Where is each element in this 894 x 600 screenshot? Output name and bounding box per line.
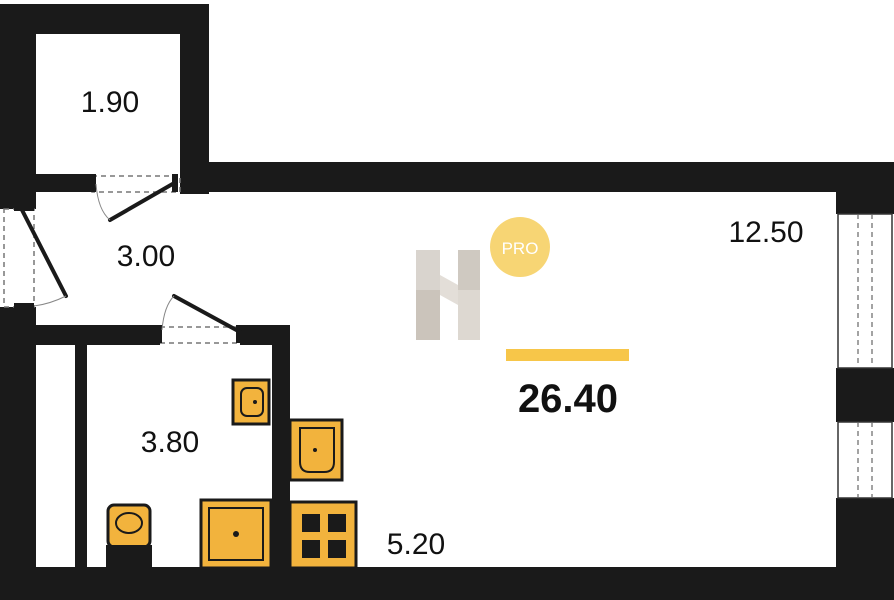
jamb [236,325,242,343]
wall-storage-bottom-left [0,174,92,192]
wall-right-top-pier [836,162,894,214]
jamb [14,303,34,309]
wall-outer-left-lower [0,307,36,600]
door-swings [33,183,175,331]
toilet-tank [106,545,152,569]
living-area-label: 12.50 [728,216,803,249]
toilet-body [106,503,152,549]
bath-sink-drain [253,400,257,404]
stove-body [288,500,358,570]
window-upper [837,213,893,369]
wall-main-top [180,162,894,192]
h-logo-left-bottom [416,290,440,340]
pro-badge-text: PRO [502,239,539,258]
h-logo-right-top [458,250,480,290]
total-area-accent-bar [506,349,629,361]
h-logo-icon [416,250,480,340]
wall-bottom [0,567,894,600]
toilet [106,503,152,569]
entrance-door-leaf [20,208,68,298]
bath-sink [231,378,271,426]
bath-door-leaf [172,294,242,334]
shower-tray [199,498,273,570]
wall-right-mid-pier [836,368,894,422]
stove-burner [302,540,320,558]
storage-door-swing [95,183,111,221]
pro-badge-circle [490,217,550,277]
stove-burner [328,540,346,558]
shower-tray-inner [208,507,264,561]
jamb [156,325,162,343]
window-glass-lines [857,214,873,498]
jamb [90,174,96,192]
stove-burner [302,514,320,532]
entrance-door-swing [33,295,67,307]
door-leaves [20,180,242,334]
bathroom-area-label: 3.80 [141,426,199,459]
bath-door-opening [159,326,241,344]
wall-bath-right [272,325,290,570]
window-lower [837,421,893,499]
bath-door-swing [161,295,175,331]
kitchen-area-label: 5.20 [387,528,445,561]
h-logo-right-bottom [458,290,480,340]
kitchen-sink-drain [313,448,317,452]
wall-bath-top-left [0,325,160,345]
total-area-label: 26.40 [518,377,618,421]
kitchen-sink-basin [299,427,335,473]
kitchen-sink [288,418,344,482]
walls [0,4,894,600]
toilet-seat [115,512,143,534]
shower-drain [233,531,239,537]
wall-bath-partition [75,340,87,570]
jamb [14,205,34,211]
h-logo-bridge [440,275,458,305]
bath-sink-basin [240,387,264,417]
entrance-door-opening [3,208,35,308]
hall-area-label: 3.00 [117,240,175,273]
window-frames [837,213,893,499]
h-logo-left-top [416,250,440,290]
stove-burner [328,514,346,532]
storage-door-leaf [108,180,178,222]
storage-area-label: 1.90 [81,86,139,119]
pro-badge: PRO [490,217,550,277]
stove [288,500,358,570]
